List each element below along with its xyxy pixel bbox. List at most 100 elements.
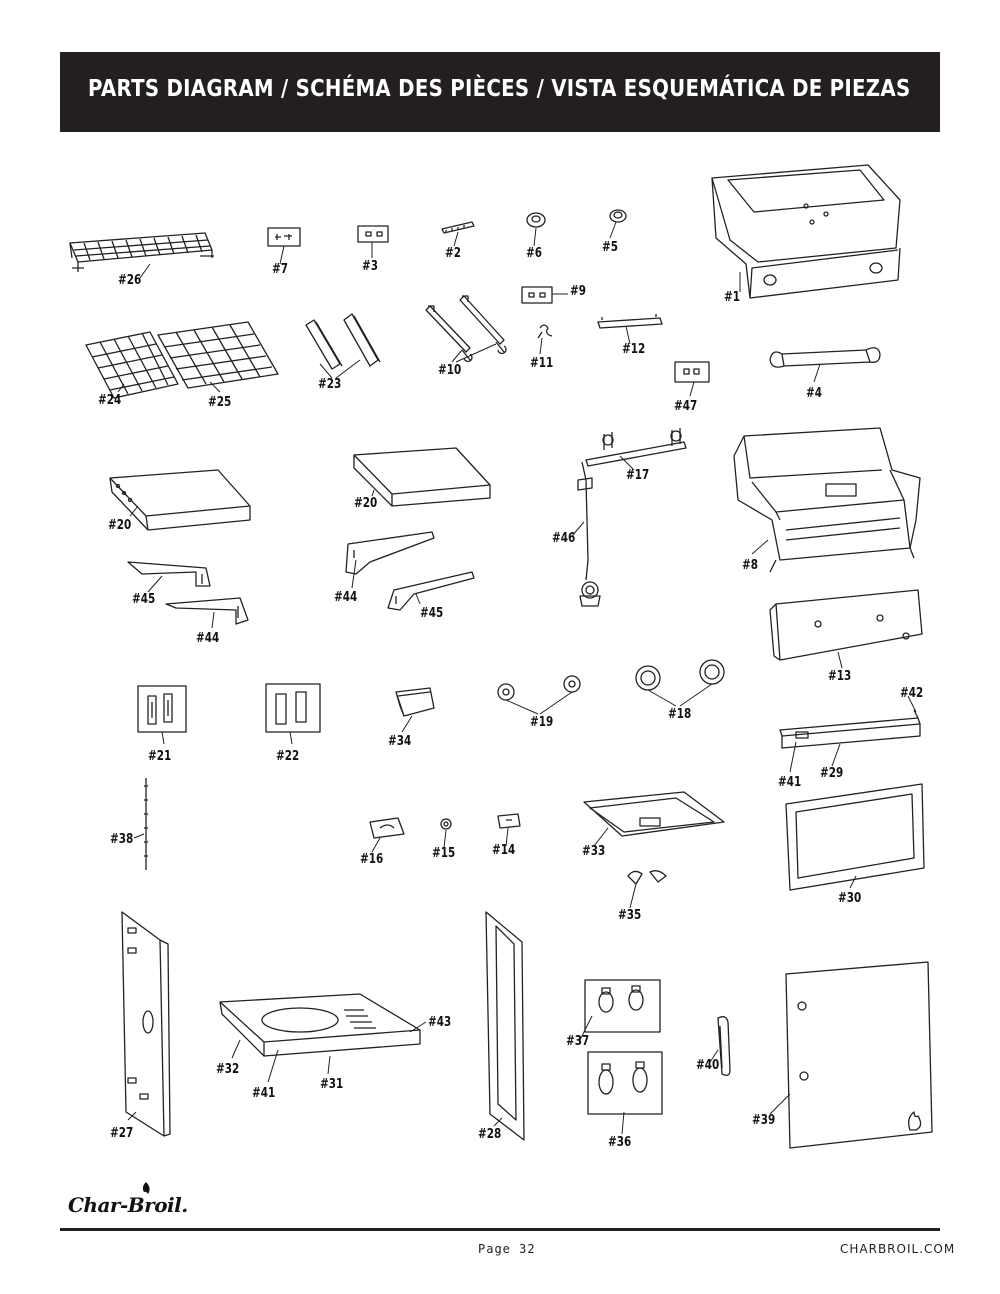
part-37-casters	[598, 985, 644, 1013]
part-21-hinges	[147, 693, 173, 725]
part-47-nuts	[683, 368, 700, 375]
part-3-nuts	[365, 231, 383, 237]
part-36-casters	[598, 1061, 648, 1095]
part-46-hose-regulator	[577, 461, 601, 607]
website-url: CHARBROIL.COM	[840, 1242, 956, 1256]
label-part-44-left: #44	[196, 631, 220, 646]
part-17-manifold	[585, 428, 687, 467]
part-22-hinges	[275, 691, 307, 725]
part-1-lid	[711, 164, 901, 299]
label-part-34: #34	[388, 734, 412, 749]
part-24-cooking-grate	[85, 331, 179, 399]
part-5-knob	[609, 209, 627, 223]
label-part-20-center: #20	[354, 496, 378, 511]
label-part-1: #1	[724, 290, 740, 305]
label-part-30: #30	[838, 891, 862, 906]
label-part-4: #4	[806, 386, 822, 401]
label-part-37: #37	[566, 1034, 590, 1049]
part-4-handle	[769, 347, 881, 368]
label-part-17: #17	[626, 468, 650, 483]
part-14-igniter	[497, 813, 521, 829]
part-19-bezels	[497, 675, 581, 701]
label-part-8: #8	[742, 558, 758, 573]
part-20-side-shelf-left	[109, 469, 251, 531]
part-27-side-panel	[121, 911, 171, 1137]
part-35-clips	[627, 870, 667, 885]
footer-rule	[60, 1228, 940, 1231]
label-part-33: #33	[582, 844, 606, 859]
page-number: Page 32	[478, 1242, 536, 1256]
label-part-20-left: #20	[108, 518, 132, 533]
label-part-35: #35	[618, 908, 642, 923]
part-13-control-panel	[769, 589, 923, 661]
label-part-47: #47	[674, 399, 698, 414]
part-11-spring	[537, 324, 553, 339]
label-part-19: #19	[530, 715, 554, 730]
part-10-burners	[425, 295, 507, 363]
part-18-knobs	[635, 659, 725, 691]
part-2-electrode	[441, 221, 475, 234]
label-part-39: #39	[752, 1113, 776, 1128]
label-part-16: #16	[360, 852, 384, 867]
part-16-clip	[369, 817, 405, 839]
part-9-box	[521, 286, 553, 304]
part-45-bracket-left	[127, 561, 211, 587]
label-part-23: #23	[318, 377, 342, 392]
part-44-bracket-left	[165, 597, 249, 625]
label-part-41-right: #41	[778, 775, 802, 790]
part-45-bracket-center	[387, 571, 475, 611]
label-part-42: #42	[900, 686, 924, 701]
part-38-rod	[144, 778, 148, 870]
part-36-box	[587, 1051, 663, 1115]
label-part-29: #29	[820, 766, 844, 781]
part-15-nut	[440, 818, 452, 830]
label-part-2: #2	[445, 246, 461, 261]
part-47-box	[674, 361, 710, 383]
part-7-clips	[275, 234, 292, 240]
label-part-9: #9	[570, 284, 586, 299]
part-8-firebox	[733, 427, 921, 573]
label-part-18: #18	[668, 707, 692, 722]
label-part-5: #5	[602, 240, 618, 255]
label-part-21: #21	[148, 749, 172, 764]
label-part-36: #36	[608, 1135, 632, 1150]
flame-icon	[142, 1182, 150, 1194]
title-banner: PARTS DIAGRAM / SCHÉMA DES PIÈCES / VIST…	[60, 52, 940, 132]
label-part-10: #10	[438, 363, 462, 378]
label-part-13: #13	[828, 669, 852, 684]
label-part-3: #3	[362, 259, 378, 274]
part-22-box	[265, 683, 321, 733]
label-part-41-bottom: #41	[252, 1086, 276, 1101]
part-20-side-shelf-right	[353, 447, 491, 507]
part-23-heat-tent-a	[305, 319, 343, 370]
label-part-40: #40	[696, 1058, 720, 1073]
label-part-25: #25	[208, 395, 232, 410]
part-33-drip-tray	[583, 791, 725, 837]
part-21-box	[137, 685, 187, 733]
label-part-45-center: #45	[420, 606, 444, 621]
label-part-15: #15	[432, 846, 456, 861]
part-23-heat-tent-b	[343, 313, 381, 367]
label-part-22: #22	[276, 749, 300, 764]
part-39-door	[785, 961, 933, 1149]
label-part-27: #27	[110, 1126, 134, 1141]
label-part-14: #14	[492, 843, 516, 858]
label-part-44-center: #44	[334, 590, 358, 605]
label-part-45-left: #45	[132, 592, 156, 607]
part-44-bracket-center	[345, 531, 435, 575]
part-26-warming-rack	[69, 232, 214, 272]
label-part-31: #31	[320, 1077, 344, 1092]
part-37-box	[584, 979, 661, 1033]
part-31-bottom-shelf	[219, 993, 421, 1057]
label-part-26: #26	[118, 273, 142, 288]
label-part-6: #6	[526, 246, 542, 261]
part-28-side-panel	[485, 911, 525, 1141]
part-30-door-frame	[785, 783, 925, 891]
label-part-46: #46	[552, 531, 576, 546]
label-part-32: #32	[216, 1062, 240, 1077]
label-part-38: #38	[110, 832, 134, 847]
page-title: PARTS DIAGRAM / SCHÉMA DES PIÈCES / VIST…	[88, 76, 911, 102]
part-9-nuts	[528, 292, 546, 298]
brand-logo: Char-Broil.	[68, 1193, 188, 1217]
